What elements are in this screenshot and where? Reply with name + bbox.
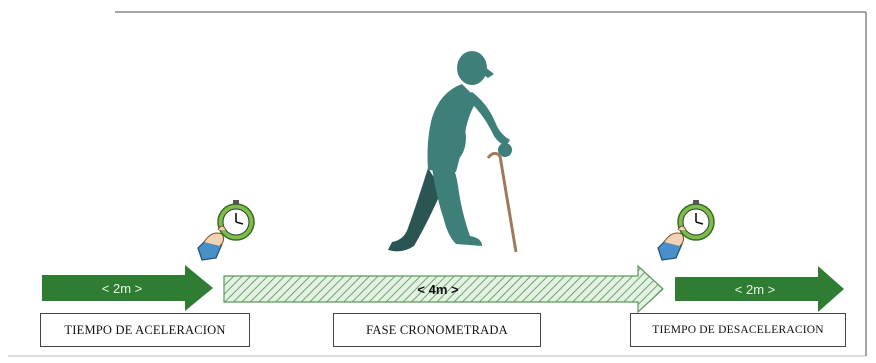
timed-phase-arrow: < 4m >: [224, 266, 663, 312]
stopwatch-hand-icon: [658, 200, 714, 260]
acceleration-distance-label: < 2m >: [102, 281, 142, 296]
elderly-person-with-cane-icon: [388, 51, 516, 252]
acceleration-time-label: TIEMPO DE ACELERACION: [40, 313, 250, 347]
deceleration-time-text: TIEMPO DE DESACELERACION: [652, 324, 824, 336]
deceleration-time-label: TIEMPO DE DESACELERACION: [630, 313, 846, 347]
timed-phase-distance-label: < 4m >: [417, 282, 459, 297]
deceleration-arrow: < 2m >: [675, 266, 844, 312]
timed-phase-label: FASE CRONOMETRADA: [333, 313, 541, 347]
deceleration-distance-label: < 2m >: [735, 282, 775, 297]
acceleration-arrow: < 2m >: [42, 265, 213, 311]
stopwatch-hand-icon: [198, 200, 254, 260]
timed-phase-text: FASE CRONOMETRADA: [366, 323, 508, 338]
acceleration-time-text: TIEMPO DE ACELERACION: [64, 323, 225, 338]
